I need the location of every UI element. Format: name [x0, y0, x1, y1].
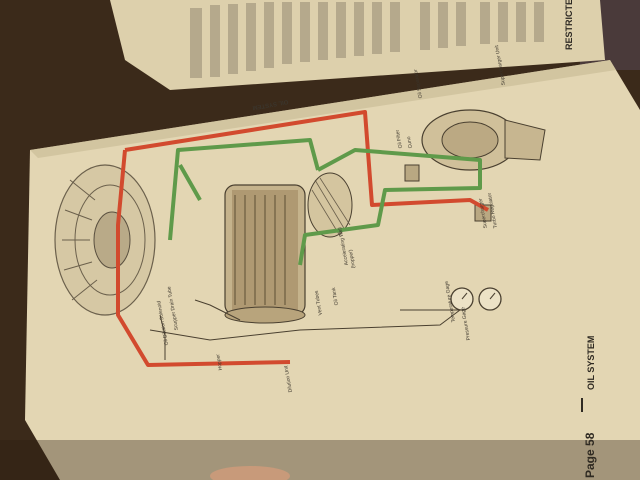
- footer-divider: [581, 398, 583, 412]
- section-footer: OIL SYSTEM: [586, 336, 596, 390]
- label-oil-filter: Oil Filter: [395, 129, 404, 149]
- page-footer: Page 58: [583, 432, 597, 478]
- green-oil-line: [168, 138, 482, 266]
- lower-shadow: [0, 440, 640, 480]
- thin-lines: [149, 299, 462, 360]
- label-oil-tank: Oil Tank: [331, 286, 340, 305]
- upper-page: [110, 0, 605, 90]
- cuno-filter: [404, 164, 420, 182]
- label-hopper: (hopper): [348, 249, 357, 269]
- radial-engine: [54, 164, 156, 316]
- oil-separator-drum: [307, 172, 353, 238]
- page-edge-shadow: [30, 60, 616, 158]
- upper-page-text: [190, 2, 544, 78]
- label-vent-tubes: Vent Tubes: [314, 290, 324, 316]
- label-supercharger: Supercharger: [478, 197, 489, 228]
- label-hopper-lower: Hopper: [215, 353, 224, 371]
- red-oil-line: [116, 110, 489, 367]
- restricted-stamp: RESTRICTED: [564, 0, 574, 50]
- gauges: [450, 287, 502, 311]
- label-cuno: Cuno: [406, 136, 414, 149]
- label-oil-separator: Oil Separator: [413, 68, 424, 98]
- oil-tank: [224, 184, 306, 324]
- label-pressure-gage: Pressure Gage: [460, 306, 472, 340]
- thumb: [210, 466, 290, 480]
- label-dilution-unit: Dilution Unit: [283, 365, 294, 393]
